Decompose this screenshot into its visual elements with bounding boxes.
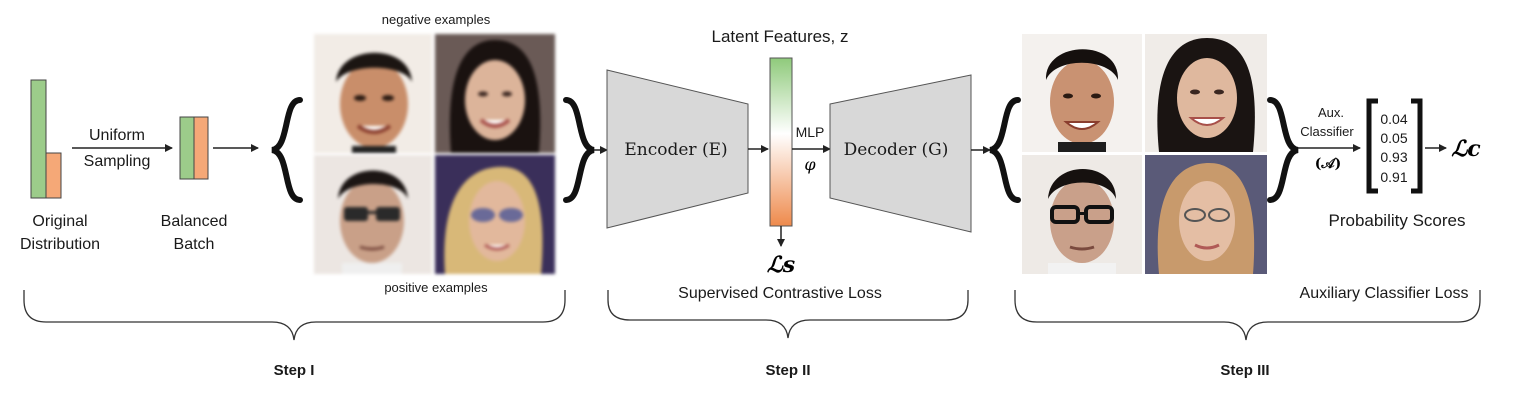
decoder-label: Decoder (G) xyxy=(844,140,949,160)
encoder-block xyxy=(606,69,749,229)
score-value: 0.05 xyxy=(1380,130,1407,146)
balanced-batch-label-2: Batch xyxy=(174,236,215,253)
original-distribution-label: Original xyxy=(32,213,87,230)
step3-bottom-brace xyxy=(1014,290,1481,341)
balanced-batch-label: Balanced xyxy=(161,213,228,230)
output-right-curly-brace xyxy=(1267,97,1300,203)
classifier-loss-symbol: ℒc xyxy=(1451,136,1481,162)
aux-classifier-symbol: (𝒜) xyxy=(1315,156,1342,172)
input-left-curly-brace xyxy=(270,97,303,203)
face-positive-female-sunglasses-blurry xyxy=(435,155,555,274)
negative-examples-label: negative examples xyxy=(382,12,491,27)
input-right-curly-brace xyxy=(563,97,596,203)
balanced-batch-green-bar xyxy=(179,116,195,180)
original-distribution-green-bar xyxy=(30,79,47,199)
face-positive-female-glasses-sharp xyxy=(1145,155,1267,274)
person-face-icon xyxy=(1145,34,1267,152)
uniform-sampling-label-2: Sampling xyxy=(84,153,151,170)
step1-bottom-brace xyxy=(23,290,566,341)
score-value: 0.91 xyxy=(1380,169,1407,185)
person-face-with-glasses-icon xyxy=(1145,155,1267,274)
probability-scores-label: Probability Scores xyxy=(1328,211,1465,230)
face-positive-male-glasses-sharp xyxy=(1022,155,1142,274)
encoder-label: Encoder (E) xyxy=(624,140,727,160)
step1-label: Step I xyxy=(274,362,315,379)
supervised-contrastive-loss-caption: Supervised Contrastive Loss xyxy=(678,285,882,302)
step2-label: Step II xyxy=(765,362,810,379)
person-face-icon xyxy=(1022,34,1142,152)
face-negative-female-blurry xyxy=(435,34,555,153)
score-value: 0.04 xyxy=(1380,111,1407,127)
auxiliary-classifier-loss-caption: Auxiliary Classifier Loss xyxy=(1300,285,1469,302)
mlp-label: MLP xyxy=(796,124,825,140)
person-face-with-glasses-icon xyxy=(1022,155,1142,274)
face-negative-female-sharp xyxy=(1145,34,1267,152)
scores-left-bracket xyxy=(1366,98,1378,194)
latent-feature-vector xyxy=(769,57,793,227)
positive-examples-label: positive examples xyxy=(384,280,488,295)
balanced-batch-orange-bar xyxy=(193,116,209,180)
person-face-icon xyxy=(435,34,555,153)
person-face-with-glasses-icon xyxy=(435,155,555,274)
aux-classifier-label-line1: Aux. xyxy=(1318,105,1344,120)
latent-features-label: Latent Features, z xyxy=(711,27,848,46)
uniform-sampling-label: Uniform xyxy=(89,127,145,144)
face-positive-male-glasses-blurry xyxy=(314,155,432,274)
face-negative-male-blurry xyxy=(314,34,432,153)
supervised-loss-symbol: ℒs xyxy=(767,252,795,278)
step3-label: Step III xyxy=(1220,362,1269,379)
step2-bottom-brace xyxy=(607,290,969,339)
score-value: 0.93 xyxy=(1380,149,1407,165)
person-face-icon xyxy=(314,34,432,153)
original-distribution-orange-bar xyxy=(45,152,62,199)
decoder-block xyxy=(829,74,972,233)
output-left-curly-brace xyxy=(988,97,1021,203)
scores-right-bracket xyxy=(1411,98,1423,194)
original-distribution-label-2: Distribution xyxy=(20,236,100,253)
aux-classifier-label-line2: Classifier xyxy=(1300,124,1354,139)
phi-label: φ xyxy=(804,155,816,174)
face-negative-male-sharp xyxy=(1022,34,1142,152)
person-face-with-glasses-icon xyxy=(314,155,432,274)
